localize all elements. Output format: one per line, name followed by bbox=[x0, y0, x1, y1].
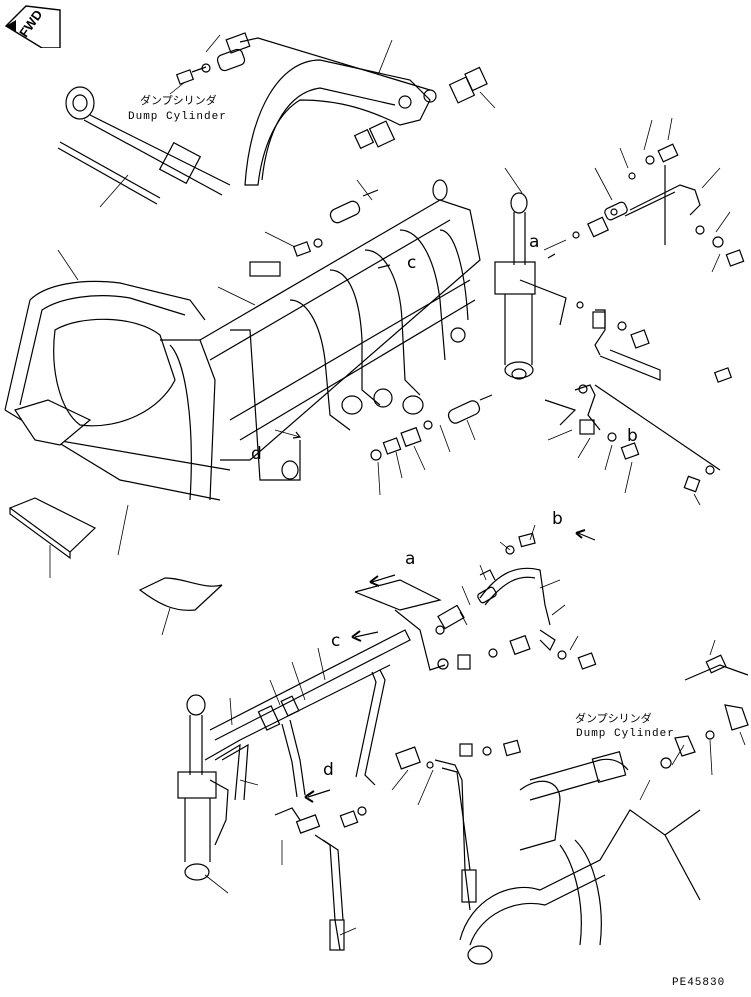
hydraulic-cylinder-lower bbox=[177, 694, 259, 894]
lower-dump-cylinder-jp-label: ダンプシリンダ bbox=[575, 712, 652, 725]
callout-b-upper: b bbox=[627, 426, 638, 446]
upper-dump-cylinder-jp-label: ダンプシリンダ bbox=[140, 94, 217, 107]
main-frame bbox=[199, 179, 481, 481]
upper-bracket bbox=[239, 37, 437, 186]
hose-center-lower bbox=[391, 739, 522, 911]
bucket-assembly bbox=[4, 249, 231, 556]
callout-b-lower: b bbox=[552, 509, 563, 529]
callout-a-upper: a bbox=[529, 232, 540, 252]
callout-c-upper: c bbox=[407, 253, 417, 273]
callout-d-lower: d bbox=[323, 760, 334, 780]
bolt-group-top bbox=[169, 32, 251, 95]
dump-cylinder-lower-part bbox=[459, 639, 749, 965]
wear-pad-parts bbox=[8, 497, 223, 636]
fwd-arrow-icon: FWD bbox=[2, 2, 64, 49]
fitting-group-b-upper bbox=[544, 384, 721, 506]
lower-dump-cylinder-en-label: Dump Cylinder bbox=[576, 728, 675, 740]
callout-c-lower: c bbox=[331, 631, 341, 651]
lower-hose-assembly bbox=[354, 524, 597, 671]
callout-d-upper: d bbox=[251, 444, 262, 464]
hydraulic-cylinder-upper bbox=[494, 167, 584, 380]
clamp-hose-lower bbox=[274, 806, 367, 951]
drawing-number: PE45830 bbox=[672, 977, 726, 989]
pin-group-upper bbox=[292, 179, 493, 496]
callout-a-lower: a bbox=[405, 549, 416, 569]
upper-dump-cylinder-en-label: Dump Cylinder bbox=[128, 111, 227, 123]
dump-cylinder-upper-part bbox=[57, 86, 231, 208]
hydraulic-line-lower bbox=[204, 629, 411, 798]
hose-fittings-upper bbox=[572, 117, 745, 383]
bushing-group bbox=[353, 66, 496, 150]
callout-arrows bbox=[304, 253, 596, 803]
